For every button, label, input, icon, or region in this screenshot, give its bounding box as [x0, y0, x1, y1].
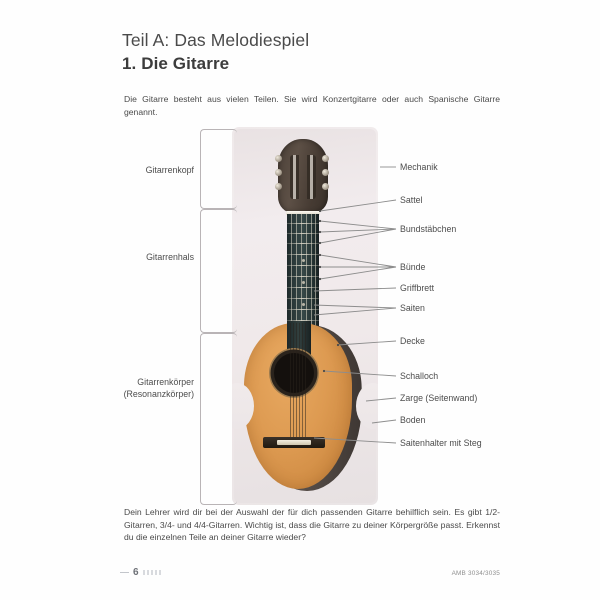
tuner-peg-icon	[275, 169, 282, 176]
label-buende: Bünde	[400, 262, 426, 272]
catalog-code: AMB 3034/3035	[451, 570, 500, 577]
guitar-photo	[232, 127, 378, 505]
label-bundstaebchen: Bundstäbchen	[400, 224, 457, 234]
chapter-heading: 1. Die Gitarre	[122, 54, 230, 73]
tuner-peg-icon	[322, 169, 329, 176]
label-boden: Boden	[400, 415, 426, 425]
label-mechanik: Mechanik	[400, 162, 438, 172]
guitar-figure: Gitarrenkopf Gitarrenhals Gitarrenkörper…	[124, 125, 500, 505]
label-gitarrenkopf: Gitarrenkopf	[146, 165, 194, 176]
label-zarge: Zarge (Seitenwand)	[400, 393, 478, 403]
label-line-2: (Resonanzkörper)	[123, 388, 194, 399]
footer-page-marker: 6	[120, 567, 161, 578]
part-heading: Teil A: Das Melodiespiel	[122, 30, 310, 50]
label-sattel: Sattel	[400, 195, 423, 205]
guitar-neck-graphic	[287, 214, 319, 342]
label-gitarrenkoerper: Gitarrenkörper (Resonanzkörper)	[124, 377, 194, 400]
label-saiten: Saiten	[400, 303, 425, 313]
guitar-top-graphic	[244, 321, 352, 489]
tuner-peg-icon	[275, 155, 282, 162]
tuner-peg-icon	[275, 183, 282, 190]
leader-lines	[313, 166, 397, 444]
label-line-1: Gitarrenhals	[146, 252, 194, 262]
bridge-graphic	[263, 437, 325, 448]
saddle-graphic	[277, 439, 311, 445]
guitar-headstock-graphic	[278, 139, 328, 213]
label-decke: Decke	[400, 336, 425, 346]
intro-paragraph: Die Gitarre besteht aus vielen Teilen. S…	[124, 94, 500, 117]
outro-paragraph: Dein Lehrer wird dir bei der Auswahl der…	[124, 507, 500, 543]
footer-ornament-icon	[142, 570, 161, 575]
tuner-peg-icon	[322, 183, 329, 190]
guitar-body-graphic	[232, 321, 378, 493]
guitar-nut-graphic	[286, 211, 320, 215]
label-gitarrenhals: Gitarrenhals	[146, 252, 194, 263]
soundhole-graphic	[274, 353, 314, 393]
page-number: 6	[133, 567, 139, 578]
tuner-peg-icon	[322, 155, 329, 162]
label-griffbrett: Griffbrett	[400, 283, 435, 293]
waist-cut-right	[356, 383, 378, 429]
label-saitenhalter: Saitenhalter mit Steg	[400, 438, 482, 448]
label-line-1: Gitarrenkörper	[137, 377, 194, 387]
label-line-1: Gitarrenkopf	[145, 165, 194, 175]
label-schalloch: Schalloch	[400, 371, 439, 381]
waist-cut-left	[232, 383, 254, 429]
footer-rule-icon	[120, 572, 129, 573]
